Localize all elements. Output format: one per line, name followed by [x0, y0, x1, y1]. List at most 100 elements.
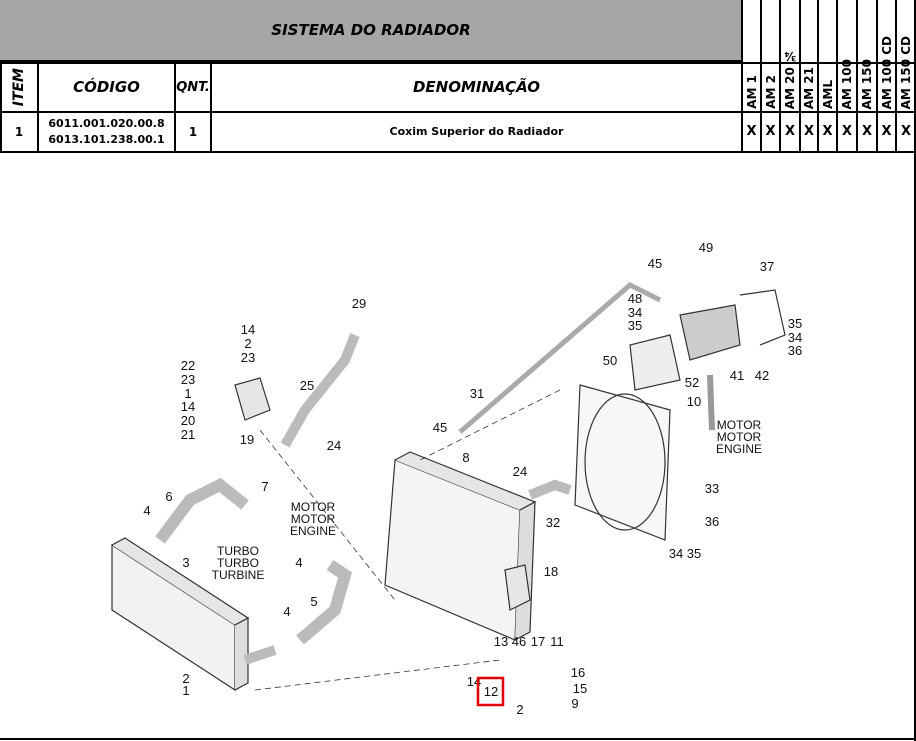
- model-mark: X: [765, 124, 776, 139]
- callout-number: 29: [352, 296, 366, 311]
- divider: [760, 0, 762, 152]
- callout-number: 36: [705, 514, 719, 529]
- model-mark: X: [881, 124, 892, 139]
- divider: [799, 0, 801, 152]
- row-qnt: 1: [188, 125, 198, 139]
- codigo-1: 6011.001.020.00.8: [48, 117, 165, 130]
- callout-number: 14: [181, 399, 195, 414]
- model-mark: X: [822, 124, 833, 139]
- divider: [0, 738, 916, 740]
- callout-number: 1: [184, 386, 191, 401]
- label-motor1: MOTOR: [291, 500, 336, 514]
- label-turbo: TURBO: [217, 556, 259, 570]
- callout-number: 35: [687, 546, 701, 561]
- model-mark: X: [746, 124, 757, 139]
- expansion-tank: [679, 304, 741, 361]
- divider: [856, 0, 858, 152]
- callout-number: 13: [494, 634, 508, 649]
- model-label: AML: [820, 80, 835, 109]
- model-label: AM 150 CD: [899, 35, 913, 109]
- label-motor2: MOTOR: [717, 418, 762, 432]
- header-qnt: QNT.: [176, 79, 210, 95]
- label-motor2: ENGINE: [716, 442, 762, 456]
- divider: [174, 62, 176, 152]
- highlight-box-item-12: [476, 676, 505, 707]
- model-label: AM 100 CD: [879, 35, 894, 109]
- callout-number: 5: [310, 594, 317, 609]
- callout-number: 2: [516, 702, 523, 717]
- row-denominacao: Coxim Superior do Radiador: [389, 125, 564, 138]
- callout-number: 4: [295, 555, 302, 570]
- callout-number: 10: [687, 394, 701, 409]
- label-motor2: MOTOR: [717, 430, 762, 444]
- callout-number: 2: [244, 336, 251, 351]
- radiator: [384, 459, 521, 641]
- divider: [210, 62, 212, 152]
- callout-number: 31: [470, 386, 484, 401]
- callout-number: 11: [550, 634, 564, 649]
- model-label: AM 2: [763, 75, 778, 109]
- model-mark: X: [900, 124, 912, 139]
- codigo-2: 6013.101.238.00.1: [48, 133, 165, 146]
- divider: [817, 0, 819, 152]
- callout-number: 37: [760, 259, 774, 274]
- divider: [895, 0, 897, 152]
- callout-number: 6: [165, 489, 172, 504]
- divider: [37, 62, 39, 152]
- callout-number: 48: [628, 291, 642, 306]
- callout-number: 35: [788, 316, 802, 331]
- model-label: AM 20 ¾: [783, 48, 797, 109]
- model-label: AM 21: [802, 66, 816, 109]
- fan-shroud: [574, 384, 671, 541]
- model-label: AM 150: [860, 58, 874, 109]
- callout-number: 24: [327, 438, 341, 453]
- model-header: AM 21: [800, 0, 818, 112]
- model-mark: X: [841, 124, 853, 139]
- divider: [779, 0, 781, 152]
- callout-number: 3: [182, 555, 189, 570]
- model-label: AM 1: [744, 75, 759, 109]
- divider: [836, 0, 838, 152]
- callout-number: 4: [143, 503, 150, 518]
- callout-number: 15: [573, 681, 587, 696]
- callout-number: 20: [181, 413, 195, 428]
- label-motor1: MOTOR: [291, 512, 336, 526]
- header-denominacao: DENOMINAÇÃO: [412, 78, 541, 96]
- model-header: AM 100 CD: [877, 0, 896, 112]
- model-mark: X: [803, 124, 815, 139]
- header-codigo: CÓDIGO: [73, 78, 140, 96]
- label-motor1: ENGINE: [290, 524, 336, 538]
- divider: [741, 0, 743, 152]
- callout-number: 2: [182, 671, 189, 686]
- callout-number: 49: [699, 240, 713, 255]
- model-header: AM 1: [742, 0, 761, 112]
- callout-number: 16: [571, 665, 585, 680]
- label-turbo: TURBO: [217, 544, 259, 558]
- row-codigo: 6011.001.020.00.8 6013.101.238.00.1: [38, 112, 175, 152]
- callout-number: 23: [181, 372, 195, 387]
- callout-number: 9: [571, 696, 578, 711]
- callout-number: 46: [512, 634, 526, 649]
- model-header: AML: [818, 0, 837, 112]
- callout-number: 50: [603, 353, 617, 368]
- callout-number: 52: [685, 375, 699, 390]
- callout-number: 17: [531, 634, 545, 649]
- callout-number: 36: [788, 343, 802, 358]
- callout-number: 34: [788, 330, 802, 345]
- callout-number: 34: [669, 546, 683, 561]
- label-turbo: TURBINE: [212, 568, 265, 582]
- callout-number: 32: [546, 515, 560, 530]
- model-header: AM 100: [837, 0, 857, 112]
- model-header: AM 20 ¾: [780, 0, 800, 112]
- callout-number: 34: [628, 305, 642, 320]
- callout-number: 22: [181, 358, 195, 373]
- divider: [0, 62, 2, 152]
- divider: [876, 0, 878, 152]
- model-header: AM 2: [761, 0, 780, 112]
- callout-number: 7: [261, 479, 268, 494]
- header-item-label: ITEM: [11, 67, 27, 107]
- section-title: SISTEMA DO RADIADOR: [0, 0, 742, 62]
- callout-number: 21: [181, 427, 195, 442]
- callout-number: 14: [241, 322, 255, 337]
